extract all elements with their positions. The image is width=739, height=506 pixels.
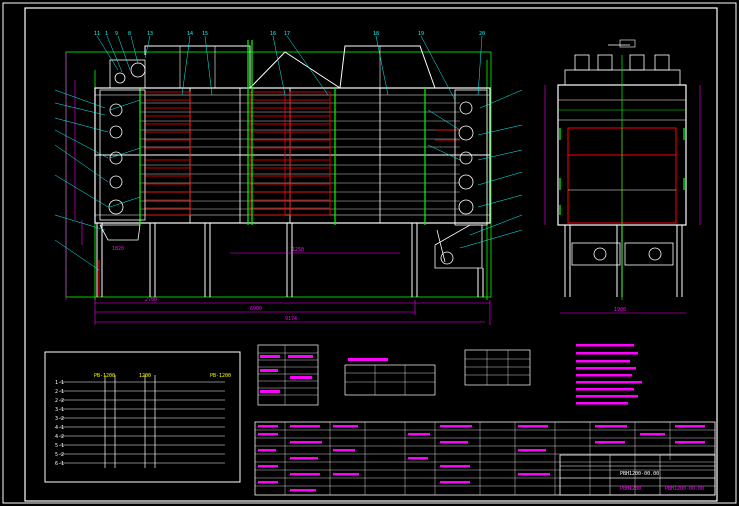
svg-text:1900: 1900 (614, 307, 626, 313)
conveyor-layers (140, 102, 460, 210)
svg-text:1200: 1200 (139, 373, 151, 379)
svg-text:3-1: 3-1 (55, 407, 64, 413)
title-drawing-number: PBH1200-00.00 (665, 486, 704, 492)
right-leaders (459, 89, 523, 249)
side-elevation: 1900 (544, 39, 701, 314)
centerline-frame (65, 51, 492, 298)
svg-text:17: 17 (284, 31, 290, 37)
svg-text:19: 19 (418, 31, 424, 37)
svg-text:9174: 9174 (285, 316, 297, 322)
left-drive (99, 59, 146, 241)
svg-text:4-2: 4-2 (55, 434, 64, 440)
svg-text:14: 14 (187, 31, 193, 37)
svg-text:PB-1200: PB-1200 (210, 373, 231, 379)
parameter-table-right (464, 349, 531, 386)
technical-notes (576, 344, 642, 405)
support-legs (96, 223, 484, 297)
svg-text:1: 1 (105, 31, 108, 37)
parameter-table-middle (344, 358, 436, 396)
svg-text:2700: 2700 (145, 297, 157, 303)
left-drive-chain (109, 99, 141, 208)
bom-table (254, 421, 716, 496)
svg-text:13: 13 (147, 31, 153, 37)
svg-text:16: 16 (270, 31, 276, 37)
title-drawing-number-small: PBH1200-00.00 (620, 471, 659, 477)
svg-text:5-2: 5-2 (55, 452, 64, 458)
front-elevation: 2700 6900 9174 1250 1820 (54, 31, 523, 325)
svg-text:1250: 1250 (292, 247, 304, 253)
svg-text:6900: 6900 (250, 306, 262, 312)
layer-layout-view: PB-1200 1200 PB-1200 1-1 2-1 2-2 3-1 3-2… (44, 351, 241, 483)
title-block: PBH1200 PBH1200-00.00 PBH1200-00.00 (559, 454, 716, 496)
svg-text:1820: 1820 (112, 246, 124, 252)
svg-text:2-2: 2-2 (55, 398, 64, 404)
right-drive-chain (427, 109, 461, 161)
svg-text:2-1: 2-1 (55, 389, 64, 395)
svg-text:9: 9 (115, 31, 118, 37)
svg-text:5-1: 5-1 (55, 443, 64, 449)
stage-labels: 1-1 2-1 2-2 3-1 3-2 4-1 4-2 5-1 5-2 6-1 (55, 380, 64, 467)
right-drive (434, 89, 488, 269)
svg-text:18: 18 (373, 31, 379, 37)
drawing-border (24, 7, 718, 502)
svg-text:8: 8 (128, 31, 131, 37)
svg-text:PB-1200: PB-1200 (94, 373, 115, 379)
svg-text:1-1: 1-1 (55, 380, 64, 386)
title-drawing-name: PBH1200 (620, 486, 641, 492)
svg-text:3-2: 3-2 (55, 416, 64, 422)
svg-text:20: 20 (479, 31, 485, 37)
svg-text:4-1: 4-1 (55, 425, 64, 431)
red-heating-panels (144, 91, 460, 216)
top-leaders (96, 35, 483, 101)
svg-text:11: 11 (94, 31, 100, 37)
column-centerlines (139, 40, 426, 225)
left-leaders (54, 89, 109, 271)
svg-text:15: 15 (202, 31, 208, 37)
dimension-lines (65, 52, 491, 325)
svg-text:6-1: 6-1 (55, 461, 64, 467)
parameter-table-left (257, 344, 319, 406)
